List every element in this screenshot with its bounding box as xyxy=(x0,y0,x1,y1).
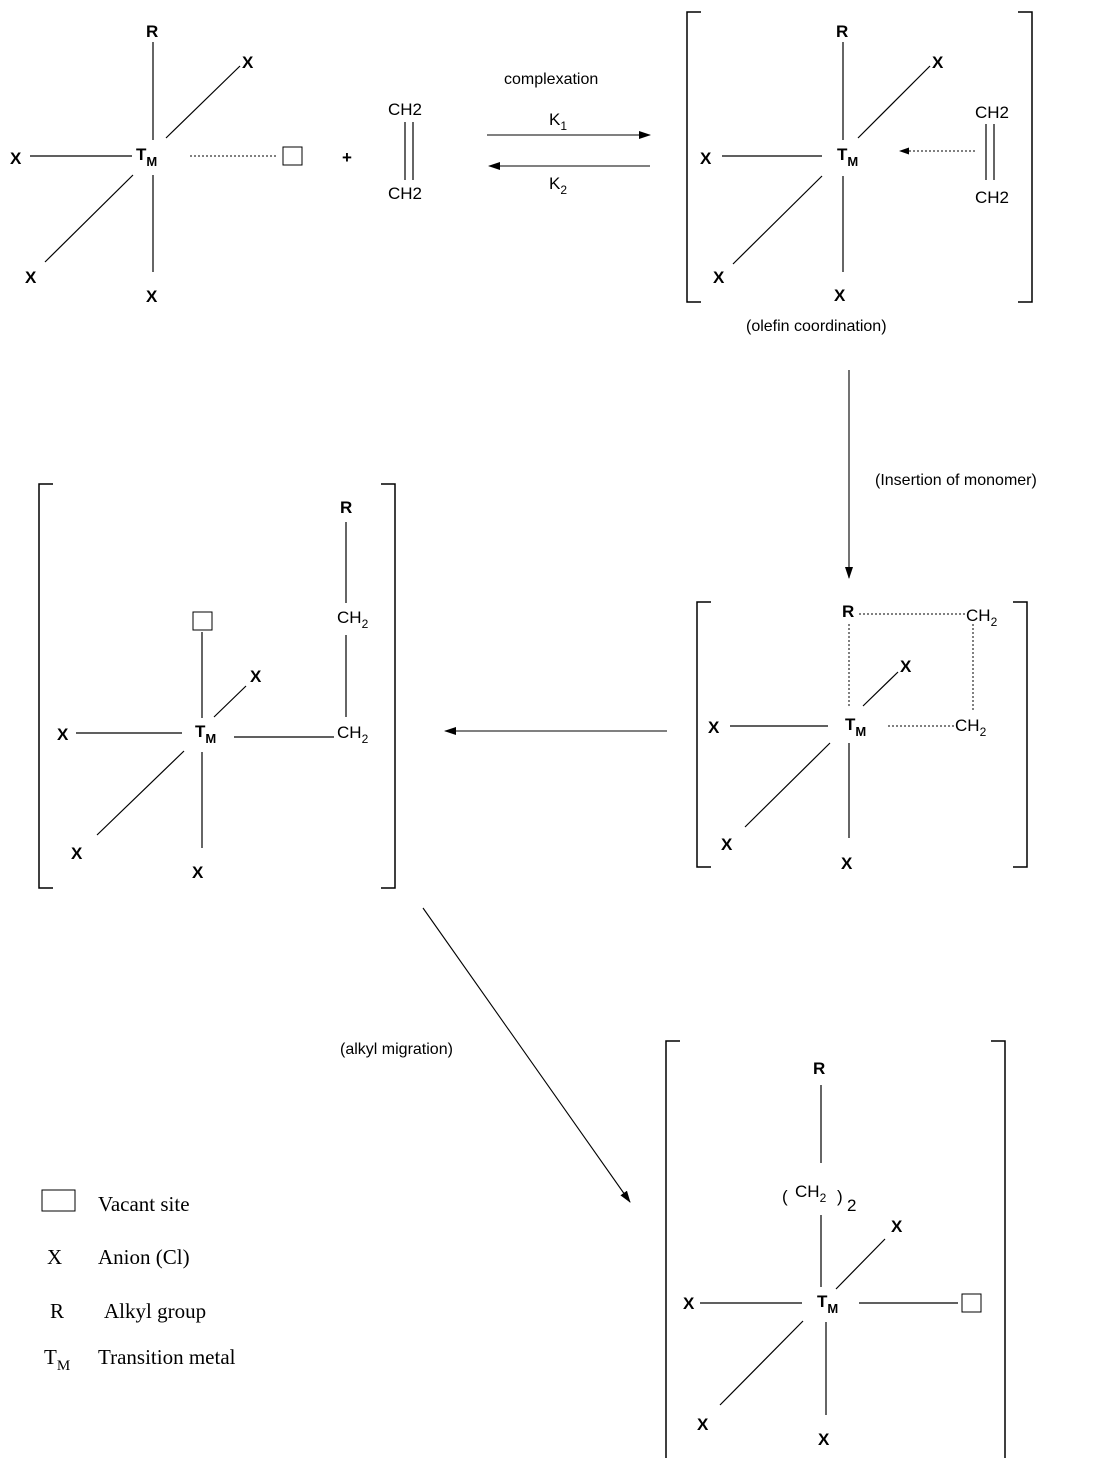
legend-anion: Anion (Cl) xyxy=(98,1245,190,1269)
alkyl-label: R xyxy=(836,22,848,41)
anion-label: X xyxy=(932,53,944,72)
vacant-site-icon xyxy=(961,1293,982,1313)
legend-alkyl: Alkyl group xyxy=(104,1299,206,1323)
vacant-site-icon xyxy=(192,611,213,631)
legend-key-anion: X xyxy=(47,1245,62,1269)
ch2-label: CH2 xyxy=(975,188,1009,207)
alkyl-label: R xyxy=(842,602,854,621)
legend-key-alkyl: R xyxy=(50,1299,64,1323)
vacant-site-icon xyxy=(41,1189,76,1212)
svg-text:2: 2 xyxy=(847,1196,856,1215)
ch2-label: CH2 xyxy=(337,608,369,631)
alkyl-label: R xyxy=(340,498,352,517)
legend-metal: Transition metal xyxy=(98,1345,236,1369)
ch2-label: CH2 xyxy=(955,716,987,739)
anion-label: X xyxy=(242,53,254,72)
metal-label: TM xyxy=(845,715,866,739)
complexation-label: complexation xyxy=(504,71,598,88)
svg-text:): ) xyxy=(837,1187,843,1206)
plus-sign: + xyxy=(342,148,352,167)
regenerated-complex: R ( CH2 ) 2 X X TM X X xyxy=(665,1040,1006,1458)
k1-label: K1 xyxy=(549,110,567,133)
anion-label: X xyxy=(818,1430,830,1449)
metal-label: TM xyxy=(136,145,157,169)
legend: Vacant site X Anion (Cl) R Alkyl group T… xyxy=(41,1189,236,1374)
metal-label: TM xyxy=(195,722,216,746)
anion-label: X xyxy=(721,835,733,854)
anion-label: X xyxy=(841,854,853,873)
anion-label: X xyxy=(683,1294,695,1313)
anion-label: X xyxy=(700,149,712,168)
anion-label: X xyxy=(250,667,262,686)
k2-label: K2 xyxy=(549,174,567,197)
anion-label: X xyxy=(697,1415,709,1434)
insertion-product: R CH2 CH2 X X TM X X xyxy=(38,483,396,889)
anion-label: X xyxy=(146,287,158,306)
ch2-label: CH2 xyxy=(975,103,1009,122)
anion-label: X xyxy=(900,657,912,676)
svg-text:(: ( xyxy=(782,1187,788,1206)
equilibrium-arrows: complexation K1 K2 xyxy=(487,71,651,197)
legend-vacant-site: Vacant site xyxy=(98,1192,190,1216)
anion-label: X xyxy=(713,268,725,287)
anion-label: X xyxy=(71,844,83,863)
catalyst-complex: R X X X X TM xyxy=(10,22,303,306)
olefin-coordination-label: (olefin coordination) xyxy=(746,318,887,335)
alkyl-label: R xyxy=(146,22,158,41)
ch2-label: CH2 xyxy=(337,723,369,746)
metal-label: TM xyxy=(817,1292,838,1316)
transition-state: R CH2 X X TM CH2 X X xyxy=(696,601,1028,873)
anion-label: X xyxy=(57,725,69,744)
anion-label: X xyxy=(708,718,720,737)
metal-label: TM xyxy=(837,145,858,169)
anion-label: X xyxy=(891,1217,903,1236)
insertion-label: (Insertion of monomer) xyxy=(875,472,1037,489)
ch2-label: CH2 xyxy=(388,184,422,203)
anion-label: X xyxy=(192,863,204,882)
vacant-site-icon xyxy=(282,146,303,166)
anion-label: X xyxy=(25,268,37,287)
ch2-label: CH2 xyxy=(966,606,998,629)
alkyl-migration-label: (alkyl migration) xyxy=(340,1041,453,1058)
migration-arrow xyxy=(422,907,631,1203)
legend-key-metal: TM xyxy=(44,1345,70,1374)
ch2-label: CH2 xyxy=(795,1182,827,1205)
ch2-label: CH2 xyxy=(388,100,422,119)
alkyl-label: R xyxy=(813,1059,825,1078)
anion-label: X xyxy=(10,149,22,168)
anion-label: X xyxy=(834,286,846,305)
ethylene-monomer: CH2 CH2 xyxy=(388,100,422,203)
olefin-complex: R X X X X TM CH2 CH2 (olefin coordinatio… xyxy=(686,11,1033,335)
ch2-group: ( CH2 ) 2 xyxy=(782,1182,856,1215)
